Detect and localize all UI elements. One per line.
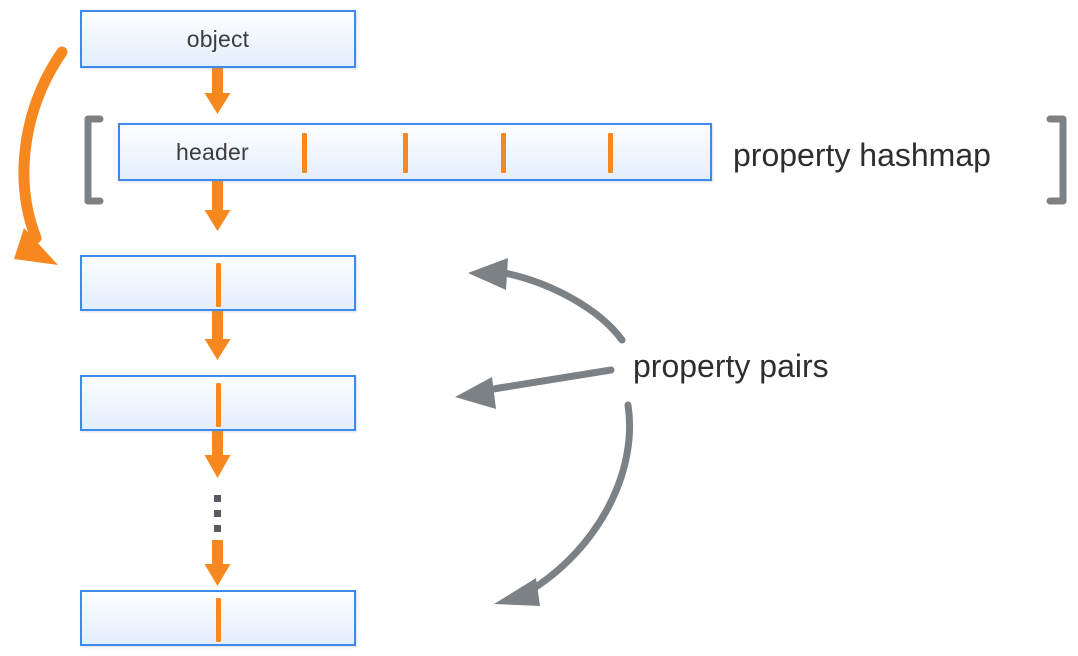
- ellipsis-dot-1: [214, 495, 221, 502]
- ellipsis-dot-2: [214, 510, 221, 517]
- property-hashmap-label: property hashmap: [733, 137, 991, 173]
- callout-arrow-upper: [468, 258, 626, 344]
- property-pair-box-3-connector: [216, 598, 221, 642]
- property-pair-box-3[interactable]: [80, 590, 356, 646]
- right-bracket: [1046, 115, 1067, 205]
- flow-arrow-ellipsis-to-pair-3: [204, 540, 231, 586]
- property-pair-box-2-connector: [216, 383, 221, 427]
- flow-arrow-pair-1-to-pair-2: [204, 311, 231, 360]
- left-bracket: [84, 115, 104, 205]
- object-box-label: object: [186, 25, 250, 52]
- hashmap-slot-divider-3: [501, 133, 506, 173]
- curved-arrow-object-to-pair-chain: [14, 46, 68, 265]
- property-hashmap-box[interactable]: header: [118, 123, 712, 181]
- hashmap-slot-divider-2: [403, 133, 408, 173]
- flow-arrow-header-to-pair-1: [204, 181, 231, 231]
- property-pair-box-1[interactable]: [80, 255, 356, 311]
- property-pair-box-2[interactable]: [80, 375, 356, 431]
- hashmap-slot-divider-1: [302, 133, 307, 173]
- ellipsis-dot-3: [214, 525, 221, 532]
- callout-arrow-lower: [494, 401, 634, 606]
- property-pairs-label: property pairs: [633, 348, 829, 384]
- flow-arrow-pair-2-to-ellipsis: [204, 431, 231, 478]
- header-box-label: header: [176, 138, 249, 165]
- callout-arrow-middle: [455, 366, 615, 409]
- hashmap-slot-divider-4: [608, 133, 613, 173]
- object-box[interactable]: object: [80, 10, 356, 68]
- property-pair-box-1-connector: [216, 263, 221, 307]
- flow-arrow-object-to-header: [204, 68, 231, 114]
